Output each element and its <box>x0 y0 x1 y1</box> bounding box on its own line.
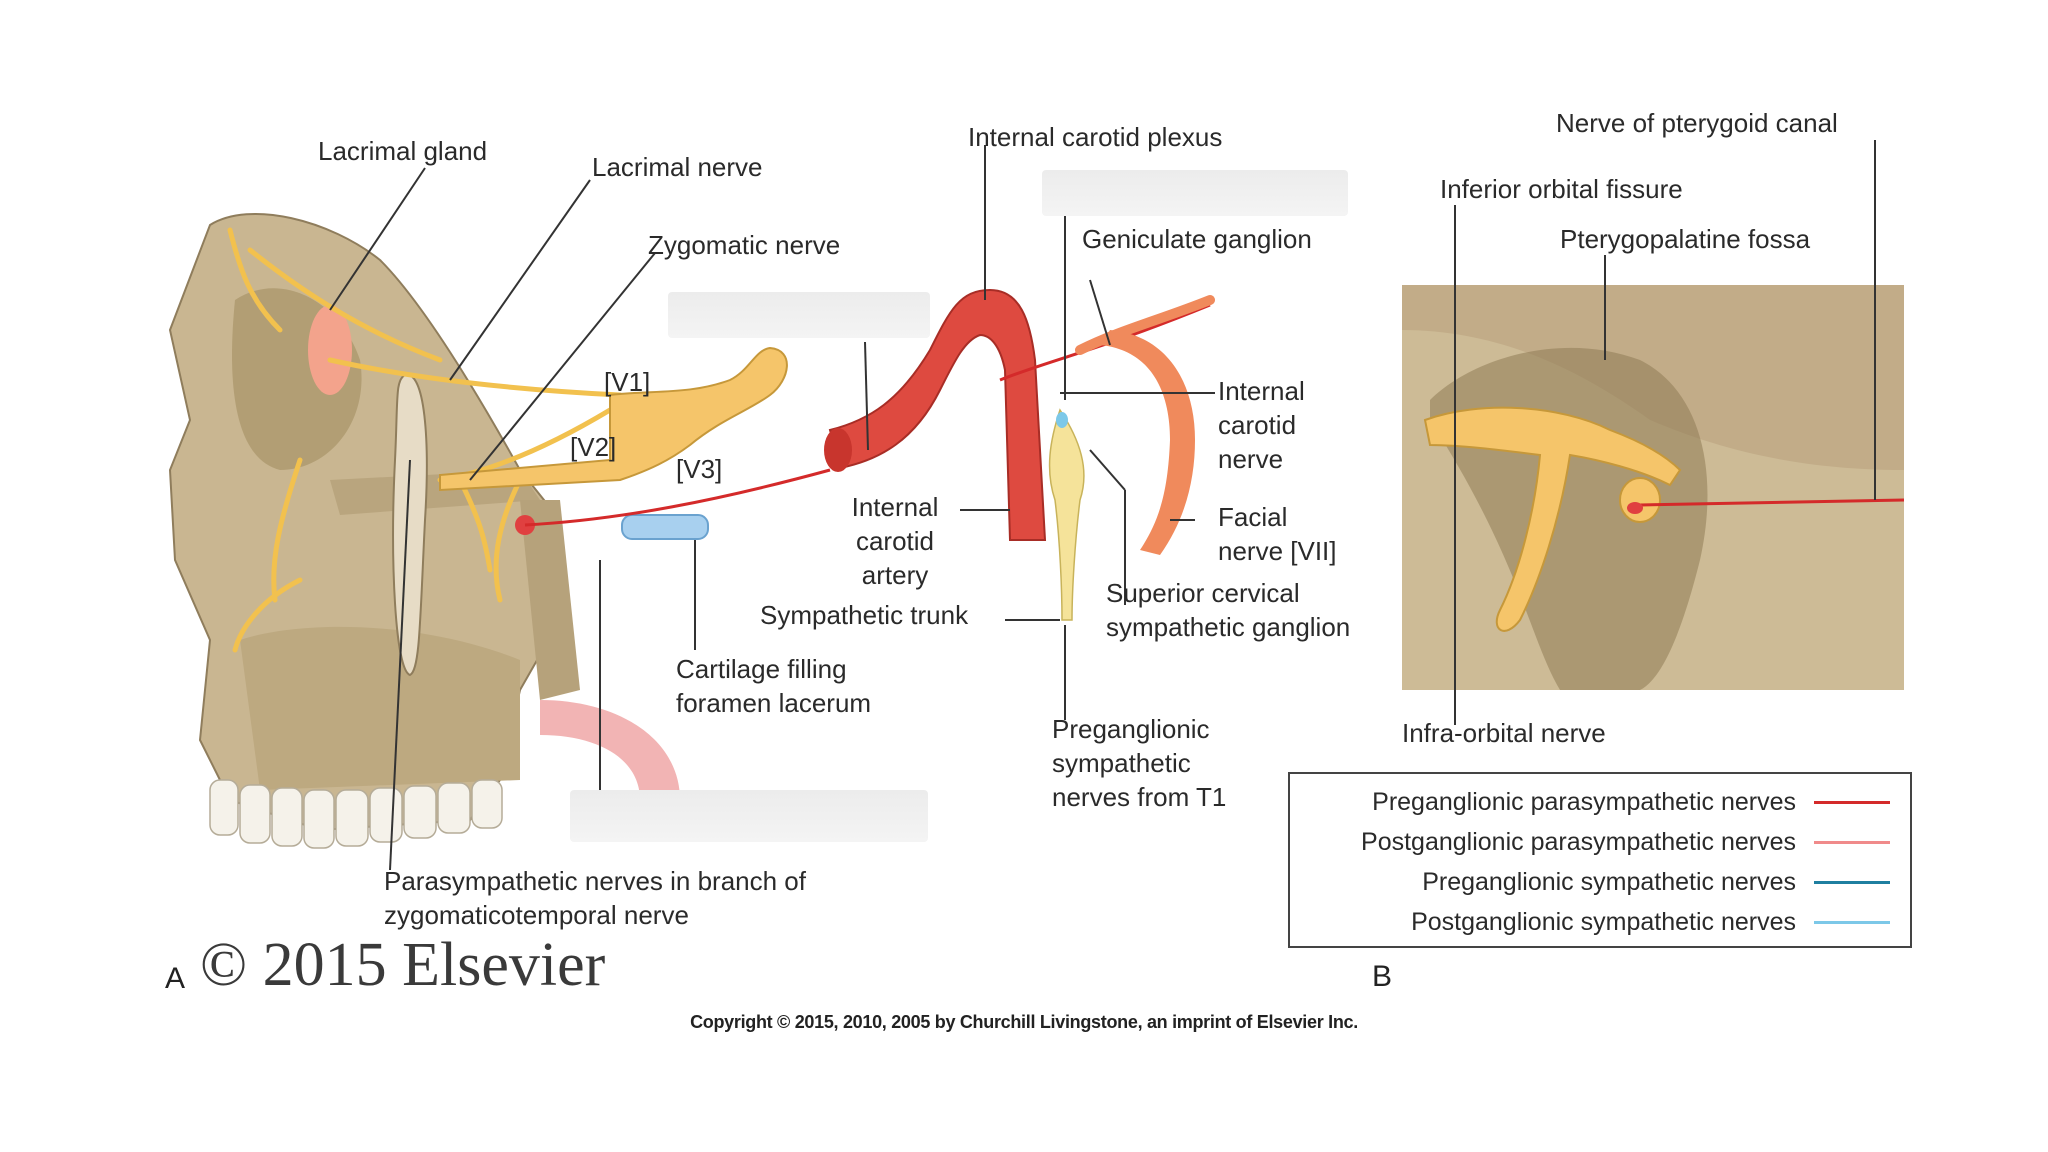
label-sympathetic-trunk: Sympathetic trunk <box>760 600 969 630</box>
carotid-illustration <box>824 288 1215 621</box>
leader-lines <box>329 140 1876 871</box>
pterygopalatine-ganglion <box>1619 477 1661 523</box>
legend-label: Preganglionic parasympathetic nerves <box>1372 787 1796 816</box>
label-v1: [V1] <box>604 367 651 397</box>
nerve-pterygoid-canal-line <box>524 468 831 527</box>
legend-item: Preganglionic sympathetic nerves <box>1422 862 1890 902</box>
sympathetic-trunk-shape <box>1048 408 1085 621</box>
legend-swatch <box>1814 920 1890 924</box>
label-lacrimal-gland: Lacrimal gland <box>318 136 488 166</box>
label-lacrimal-nerve: Lacrimal nerve <box>592 152 763 182</box>
label-v2: [V2] <box>570 432 617 462</box>
legend-item: Postganglionic sympathetic nerves <box>1411 902 1890 942</box>
legend-item: Preganglionic parasympathetic nerves <box>1372 782 1890 822</box>
internal-carotid-artery-shape <box>828 288 1047 541</box>
label-geniculate-ganglion: Geniculate ganglion <box>1082 224 1312 254</box>
pterygoid-canal-nerve-line <box>1639 498 1905 507</box>
label-pterygopalatine-fossa: Pterygopalatine fossa <box>1560 224 1811 254</box>
legend-swatch <box>1814 840 1890 844</box>
fossa-nerve <box>1423 406 1682 632</box>
panel-label-b: B <box>1372 960 1393 993</box>
label-internal-carotid-artery: Internal carotid artery <box>851 492 939 590</box>
label-zygomatic-nerve: Zygomatic nerve <box>648 230 841 260</box>
legend-item: Postganglionic parasympathetic nerves <box>1361 822 1890 862</box>
pterygoid-plate <box>392 373 428 677</box>
watermark: © 2015 Elsevier <box>200 931 606 999</box>
blank-label-box-2 <box>1042 170 1348 216</box>
label-parasympathetic-zygomaticotemporal: Parasympathetic nerves in branch of zygo… <box>384 866 806 930</box>
label-cartilage-foramen-lacerum: Cartilage filling foramen lacerum <box>676 654 872 718</box>
legend-label: Postganglionic parasympathetic nerves <box>1361 827 1796 856</box>
label-internal-carotid-nerve: Internal carotid nerve <box>1218 376 1305 474</box>
ganglion-red-marker <box>1627 502 1643 514</box>
sympathetic-ganglion-dot <box>1056 412 1068 428</box>
legend-label: Postganglionic sympathetic nerves <box>1411 907 1796 936</box>
label-internal-carotid-plexus: Internal carotid plexus <box>968 122 1223 152</box>
teeth <box>209 779 503 849</box>
label-preganglionic-sympathetic-t1: Preganglionic sympathetic nerves from T1 <box>1052 714 1227 812</box>
legend: Preganglionic parasympathetic nerves Pos… <box>1288 772 1912 948</box>
blank-label-box-3 <box>570 790 928 842</box>
panel-b-illustration <box>1402 285 1905 690</box>
legend-label: Preganglionic sympathetic nerves <box>1422 867 1796 896</box>
panel-label-a: A <box>165 962 186 995</box>
label-infra-orbital-nerve: Infra-orbital nerve <box>1402 718 1606 748</box>
label-v3: [V3] <box>676 454 723 484</box>
blank-label-box-1 <box>668 292 930 338</box>
trigeminal-nerve <box>439 346 788 492</box>
skull-illustration <box>168 213 831 849</box>
geniculate-curve <box>1075 295 1215 355</box>
artery-cut-end <box>824 428 852 472</box>
label-nerve-pterygoid-canal: Nerve of pterygoid canal <box>1556 108 1838 138</box>
legend-swatch <box>1814 800 1890 804</box>
lacrimal-gland-shape <box>308 305 352 395</box>
pharynx-tube <box>540 700 680 800</box>
mandible-ramus <box>520 500 580 700</box>
foramen-lacerum-cartilage <box>621 514 709 540</box>
orbital-nerves <box>227 227 623 653</box>
label-inferior-orbital-fissure: Inferior orbital fissure <box>1440 174 1683 204</box>
legend-swatch <box>1814 880 1890 884</box>
label-superior-cervical-ganglion: Superior cervical sympathetic ganglion <box>1106 578 1351 642</box>
maxilla <box>240 626 520 790</box>
facial-nerve-shape <box>1100 330 1195 555</box>
label-facial-nerve: Facial nerve [VII] <box>1218 502 1337 566</box>
copyright-notice: Copyright © 2015, 2010, 2005 by Churchil… <box>690 1012 1358 1032</box>
